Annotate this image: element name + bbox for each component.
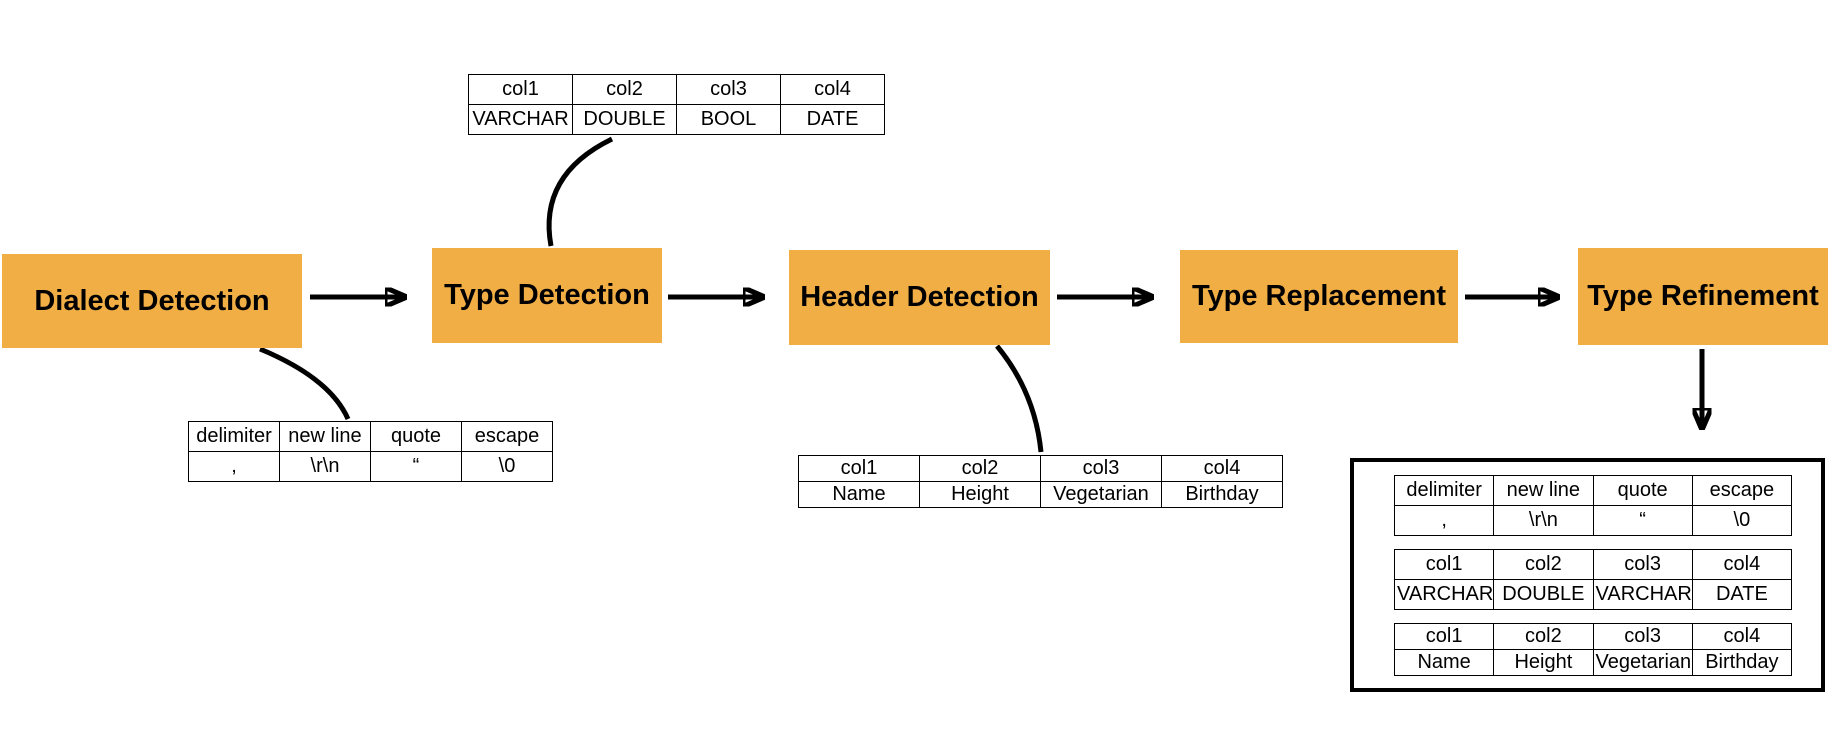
table-value-row: VARCHAR DOUBLE BOOL DATE [468, 104, 885, 135]
final-result-box: delimiter new line quote escape , \r\n “… [1350, 458, 1825, 692]
table-header-cell: col3 [676, 74, 781, 105]
table-value-cell: Vegetarian [1040, 481, 1162, 508]
table-header-row: col1 col2 col3 col4 [1393, 549, 1793, 580]
table-header-cell: col3 [1592, 623, 1693, 650]
pipeline-step-type-refinement: Type Refinement [1578, 248, 1828, 345]
header-detection-output-table: col1 col2 col3 col4 Name Height Vegetari… [798, 455, 1283, 508]
table-header-cell: col2 [919, 455, 1041, 482]
curve-types-table-to-typedetection [546, 136, 614, 247]
pipeline-step-header-detection: Header Detection [789, 250, 1050, 345]
type-detection-output-table: col1 col2 col3 col4 VARCHAR DOUBLE BOOL … [468, 74, 885, 135]
table-header-row: col1 col2 col3 col4 [1393, 623, 1793, 650]
table-value-row: Name Height Vegetarian Birthday [798, 481, 1283, 508]
table-value-cell: \r\n [279, 451, 371, 482]
pipeline-step-dialect-detection: Dialect Detection [2, 254, 302, 348]
table-header-cell: col1 [468, 74, 573, 105]
table-value-cell: Vegetarian [1592, 649, 1693, 676]
table-header-cell: delimiter [1393, 475, 1495, 506]
table-header-row: col1 col2 col3 col4 [798, 455, 1283, 482]
table-header-row: delimiter new line quote escape [1393, 475, 1793, 506]
curve-dialect-to-dialect-table [259, 346, 351, 421]
result-types-table: col1 col2 col3 col4 VARCHAR DOUBLE VARCH… [1393, 549, 1793, 610]
table-header-cell: col4 [1161, 455, 1283, 482]
table-header-cell: col1 [1393, 623, 1495, 650]
table-value-cell: DOUBLE [1493, 579, 1594, 610]
table-value-cell: DATE [780, 104, 885, 135]
table-value-cell: Name [1393, 649, 1495, 676]
table-value-row: VARCHAR DOUBLE VARCHAR DATE [1393, 579, 1793, 610]
table-value-cell: “ [370, 451, 462, 482]
result-header-table: col1 col2 col3 col4 Name Height Vegetari… [1393, 623, 1793, 676]
result-dialect-table: delimiter new line quote escape , \r\n “… [1393, 475, 1793, 536]
table-header-row: delimiter new line quote escape [188, 421, 553, 452]
table-header-cell: col2 [572, 74, 677, 105]
table-value-cell: Birthday [1161, 481, 1283, 508]
table-header-cell: col4 [1691, 549, 1793, 580]
table-value-cell: Height [1493, 649, 1594, 676]
table-header-cell: col4 [780, 74, 885, 105]
table-header-cell: col4 [1691, 623, 1793, 650]
table-value-cell: VARCHAR [1592, 579, 1693, 610]
table-header-cell: col1 [798, 455, 920, 482]
table-value-cell: BOOL [676, 104, 781, 135]
curve-headerdetection-to-header-table [995, 344, 1044, 453]
table-value-row: , \r\n “ \0 [1393, 505, 1793, 536]
table-value-cell: Name [798, 481, 920, 508]
table-header-cell: quote [370, 421, 462, 452]
table-header-cell: new line [279, 421, 371, 452]
table-value-cell: DOUBLE [572, 104, 677, 135]
table-value-cell: Birthday [1691, 649, 1793, 676]
table-header-cell: col3 [1592, 549, 1693, 580]
table-value-cell: , [1393, 505, 1495, 536]
table-header-cell: col3 [1040, 455, 1162, 482]
table-value-cell: “ [1592, 505, 1693, 536]
table-header-cell: col2 [1493, 623, 1594, 650]
table-header-row: col1 col2 col3 col4 [468, 74, 885, 105]
table-header-cell: new line [1493, 475, 1594, 506]
table-header-cell: delimiter [188, 421, 280, 452]
table-header-cell: col2 [1493, 549, 1594, 580]
table-value-cell: \0 [1691, 505, 1793, 536]
pipeline-step-type-replacement: Type Replacement [1180, 250, 1458, 343]
table-header-cell: col1 [1393, 549, 1495, 580]
table-header-cell: escape [1691, 475, 1793, 506]
table-value-cell: \0 [461, 451, 553, 482]
table-value-row: , \r\n “ \0 [188, 451, 553, 482]
dialect-detection-output-table: delimiter new line quote escape , \r\n “… [188, 421, 553, 482]
table-value-cell: VARCHAR [468, 104, 573, 135]
table-value-cell: Height [919, 481, 1041, 508]
table-value-cell: DATE [1691, 579, 1793, 610]
table-value-cell: \r\n [1493, 505, 1594, 536]
table-value-cell: VARCHAR [1393, 579, 1495, 610]
pipeline-step-type-detection: Type Detection [432, 248, 662, 343]
table-value-cell: , [188, 451, 280, 482]
table-value-row: Name Height Vegetarian Birthday [1393, 649, 1793, 676]
table-header-cell: quote [1592, 475, 1693, 506]
table-header-cell: escape [461, 421, 553, 452]
